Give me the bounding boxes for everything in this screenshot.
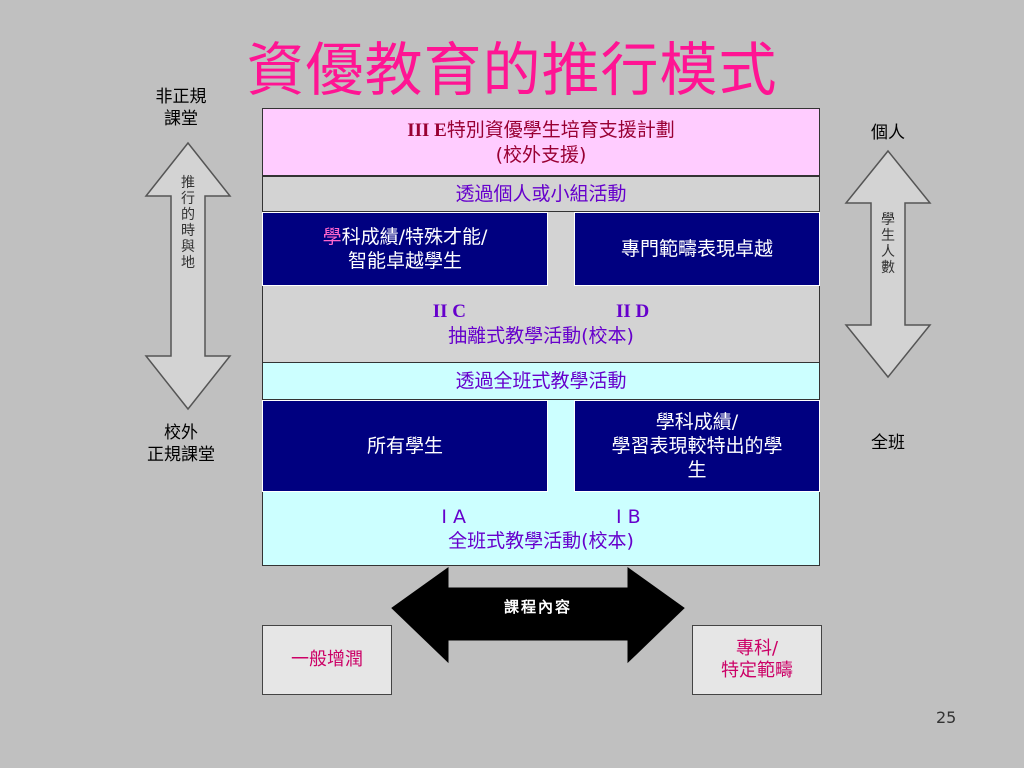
tier1-code-left: I A <box>441 506 466 528</box>
left-bottom-label: 校外 正規課堂 <box>136 422 226 466</box>
vertical-double-arrow-right <box>844 149 932 379</box>
box-specialist: 專門範疇表現卓越 <box>574 212 820 286</box>
box-academic-line1: 學科成績/特殊才能/ <box>323 225 488 249</box>
box-academic-gifted: 學科成績/特殊才能/ 智能卓越學生 <box>262 212 548 286</box>
tier3-line2: (校外支援) <box>495 143 587 166</box>
right-top-label: 個人 <box>871 123 905 143</box>
tier3-title: 特別資優學生培育支援計劃 <box>446 118 675 141</box>
box-academic-line2: 智能卓越學生 <box>347 250 462 272</box>
left-top-label-line1: 非正規 <box>155 87 207 107</box>
box-specialised-domain: 專科/ 特定範疇 <box>692 625 822 695</box>
box-all-students: 所有學生 <box>262 400 548 492</box>
box-outstanding-students: 學科成績/ 學習表現較特出的學 生 <box>574 400 820 492</box>
horizontal-double-arrow <box>391 567 685 664</box>
tier1-panel: I A I B 全班式教學活動(校本) <box>262 494 820 564</box>
tier1-text: 全班式教學活動(校本) <box>448 530 634 552</box>
band-whole-class: 透過全班式教學活動 <box>262 362 820 400</box>
box-general-enrichment: 一般增潤 <box>262 625 392 695</box>
left-top-label: 非正規 課堂 <box>146 86 216 130</box>
page-number: 25 <box>936 708 957 727</box>
band-small-group: 透過個人或小組活動 <box>262 176 820 212</box>
box-outstanding-line1: 學科成績/ <box>655 411 739 433</box>
box-outstanding-line2: 學習表現較特出的學 <box>611 435 783 457</box>
tier2-codes: II C II D <box>433 300 650 324</box>
box-outstanding-line3: 生 <box>687 459 707 481</box>
tier3-panel: III E特別資優學生培育支援計劃 (校外支援) <box>262 108 820 176</box>
vertical-double-arrow-left <box>144 141 232 411</box>
page-title: 資優教育的推行模式 <box>246 36 778 104</box>
box-specialised-line1: 專科/ <box>735 638 779 659</box>
left-bottom-label-line1: 校外 <box>164 423 198 443</box>
tier3-line1: III E特別資優學生培育支援計劃 <box>407 118 675 143</box>
right-arrow-text: 學生人數 <box>881 212 895 276</box>
left-bottom-label-line2: 正規課堂 <box>147 445 215 465</box>
box-academic-rest: 科成績/特殊才能/ <box>341 226 488 248</box>
tier3-code: III E <box>407 119 447 141</box>
tier2-panel: II C II D 抽離式教學活動(校本) <box>262 288 820 360</box>
left-top-label-line2: 課堂 <box>164 109 198 129</box>
tier1-codes: I A I B <box>441 505 640 529</box>
left-arrow-text: 推行的時與地 <box>181 175 195 271</box>
tier1-code-right: I B <box>615 506 641 528</box>
box-specialised-line2: 特定範疇 <box>721 660 793 681</box>
box-academic-highlight: 學 <box>322 226 342 248</box>
tier2-text: 抽離式教學活動(校本) <box>448 325 634 347</box>
tier2-code-right: II D <box>616 301 650 322</box>
curriculum-label: 課程內容 <box>503 598 572 616</box>
tier2-code-left: II C <box>432 301 466 322</box>
right-bottom-label: 全班 <box>871 433 905 453</box>
